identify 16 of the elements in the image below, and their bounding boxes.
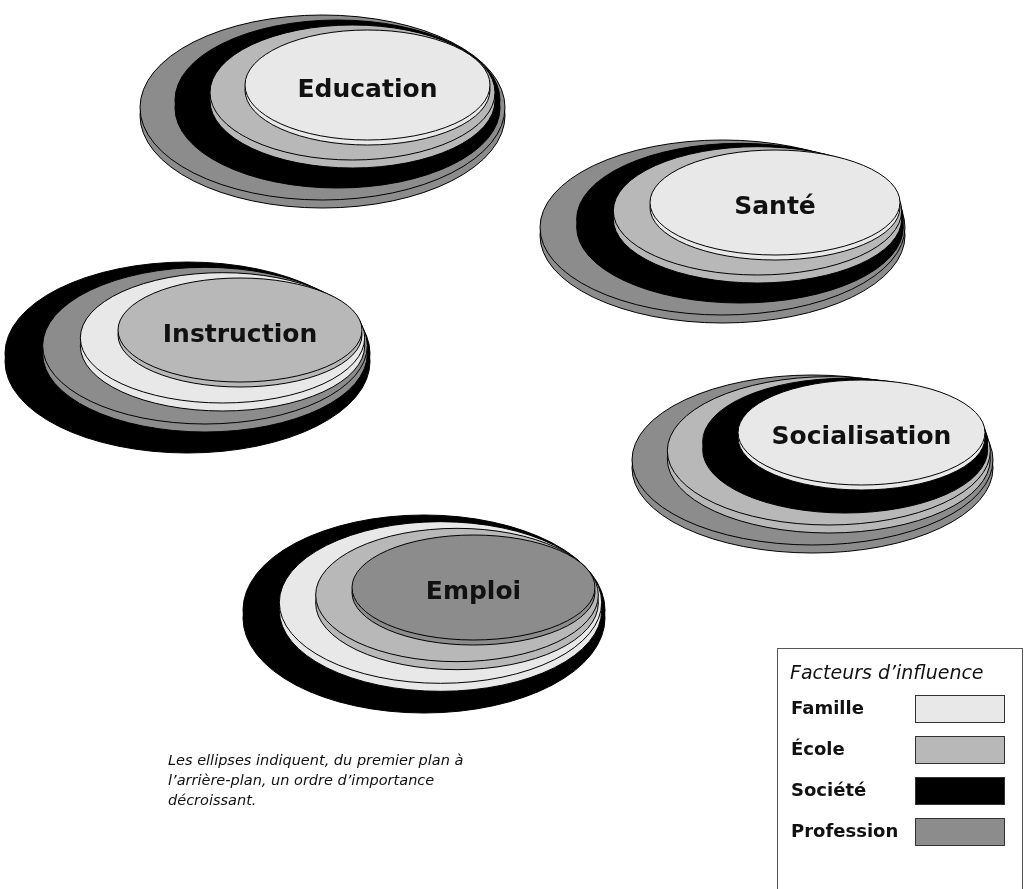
- ellipse-node: [650, 150, 900, 261]
- ellipse-node: [245, 30, 490, 146]
- legend-text: Société: [791, 779, 867, 800]
- node-label: Instruction: [162, 318, 318, 348]
- caption-note: Les ellipses indiquent, du premier plan à l’arrière-plan, un ordre d’importance décroissant.: [168, 751, 465, 810]
- node-label: Emploi: [425, 576, 522, 605]
- ellipse-node: [738, 380, 985, 491]
- legend-text: École: [791, 738, 845, 759]
- node-label: Socialisation: [771, 421, 952, 450]
- legend-title: Facteurs d’influence: [790, 661, 984, 683]
- ellipse-node: [118, 278, 362, 388]
- node-label: Education: [297, 73, 438, 103]
- legend-text: Profession: [791, 820, 899, 841]
- node-label: Santé: [734, 191, 816, 220]
- legend-text: Famille: [791, 697, 864, 718]
- ellipse-node: [352, 535, 595, 646]
